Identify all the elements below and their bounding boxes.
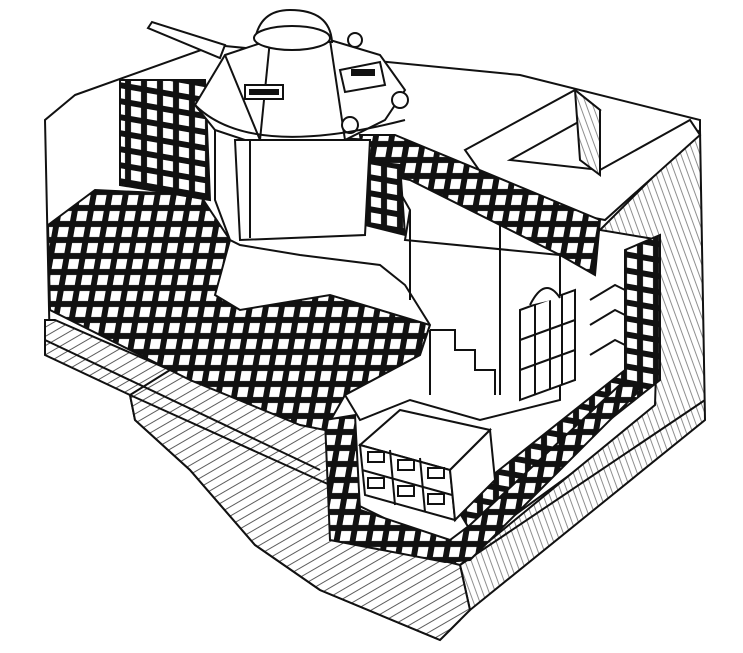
- back-grid-wall: [358, 134, 602, 277]
- left-grid-floor: [46, 79, 432, 432]
- front-grid-wall: [323, 378, 642, 564]
- bookshelf: [519, 287, 576, 402]
- ammo-crates: [357, 408, 497, 523]
- turret-column: [233, 139, 372, 242]
- wall-shelves: [589, 283, 626, 356]
